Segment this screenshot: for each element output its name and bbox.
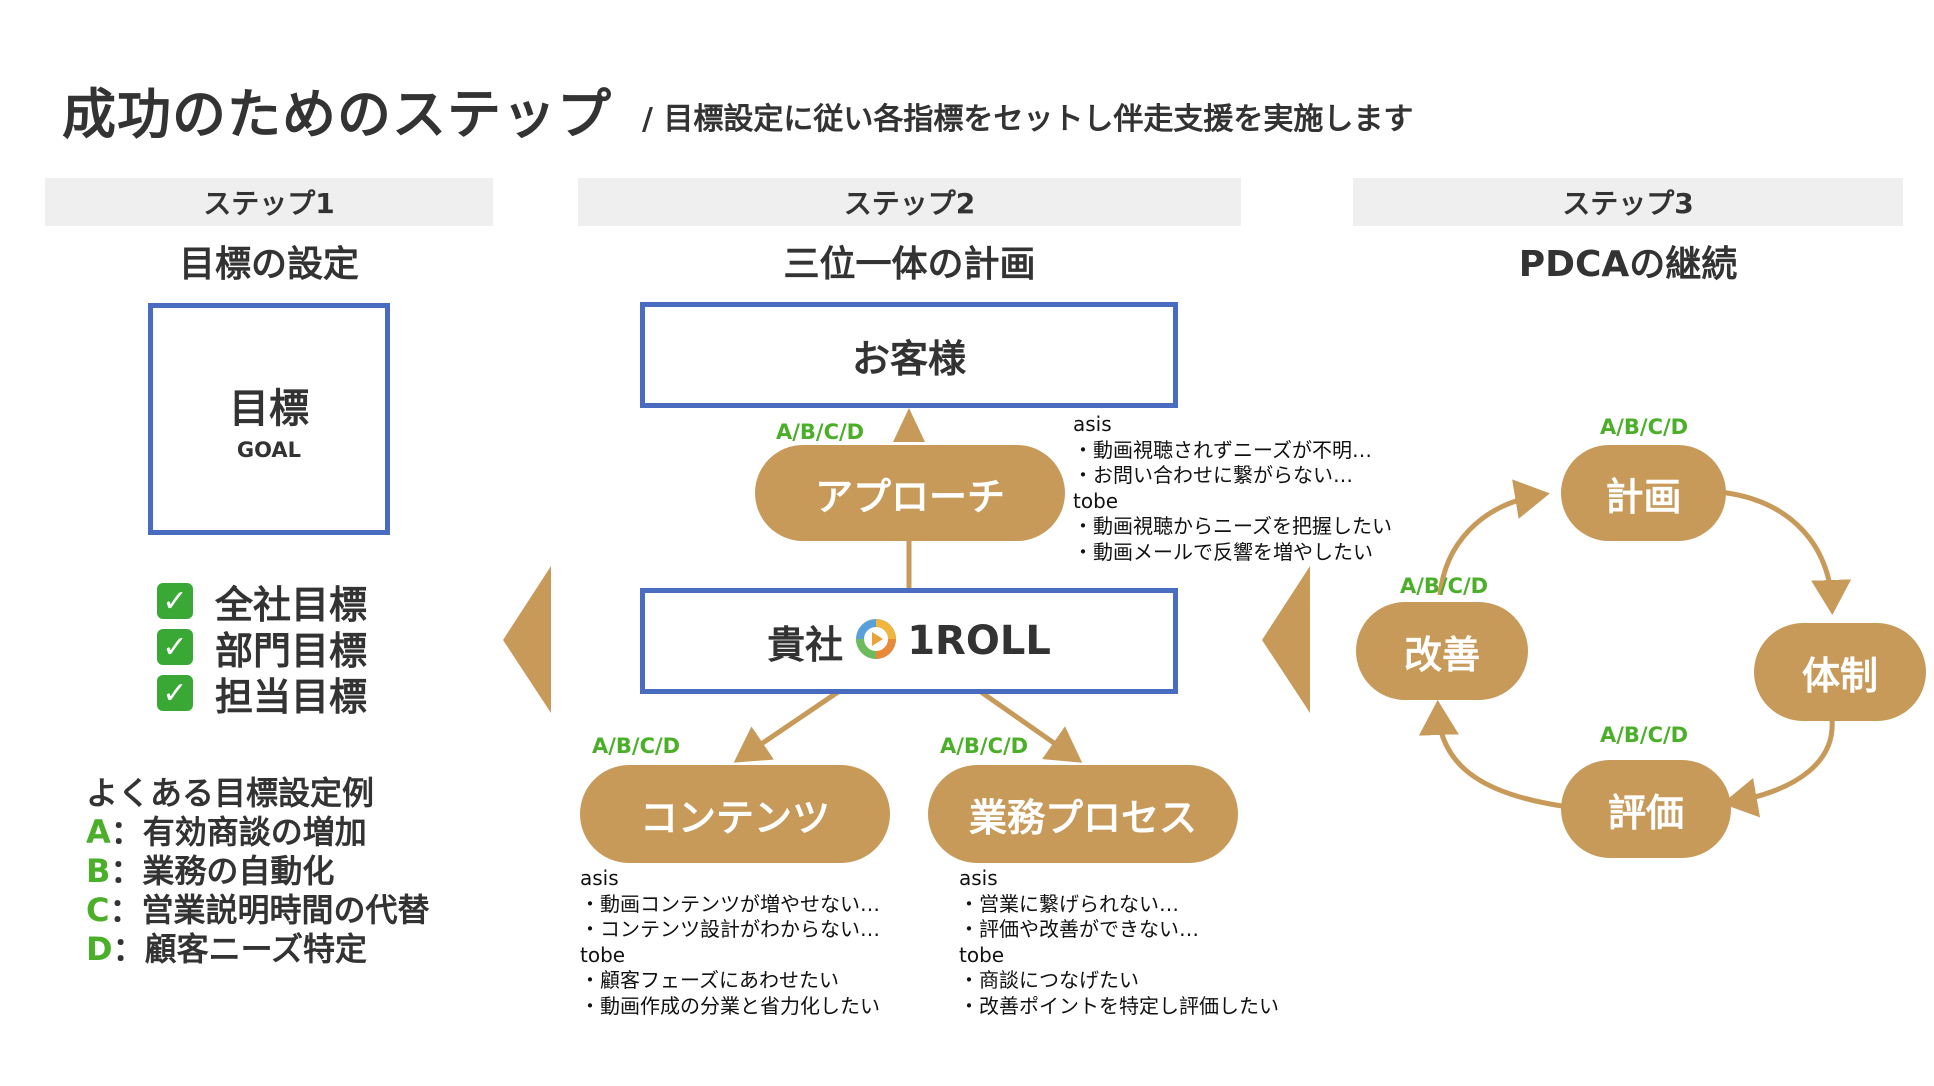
- step1-header: ステップ1: [45, 178, 493, 226]
- check-icon: ✓: [157, 629, 193, 665]
- company-logo-icon: [855, 618, 897, 664]
- approach-note: asis ・動画視聴されずニーズが不明… ・お問い合わせに繋がらない… tobe…: [1073, 412, 1392, 565]
- note-line: ・評価や改善ができない…: [959, 917, 1199, 941]
- note-line: asis: [959, 866, 998, 890]
- step3-subtitle: PDCAの継続: [1518, 244, 1738, 285]
- evaluate-abcd-label: A/B/C/D: [1600, 723, 1689, 747]
- example-item: C：営業説明時間の代替: [86, 885, 430, 929]
- plan-abcd-label: A/B/C/D: [1600, 415, 1689, 439]
- process-arrow: [979, 689, 1083, 763]
- evaluate-pill: 評価: [1561, 760, 1731, 858]
- example-letter: A: [86, 813, 111, 851]
- examples-title: よくある目標設定例: [86, 774, 375, 812]
- contents-arrow: [733, 689, 840, 763]
- goal-main-label: 目標: [229, 386, 309, 432]
- check-item: ✓ 全社目標: [157, 578, 367, 627]
- example-item: A：有効商談の増加: [86, 807, 430, 851]
- example-text: ：有効商談の増加: [110, 813, 367, 851]
- pdca-arrow-plan-system: [1719, 489, 1852, 615]
- check-label: 担当目標: [215, 674, 368, 719]
- approach-pill: アプローチ: [755, 445, 1065, 541]
- pdca-arrow-evaluate-improve: [1418, 700, 1563, 809]
- step1-subtitle: 目標の設定: [178, 244, 359, 285]
- note-line: ・改善ポイントを特定し評価したい: [959, 993, 1279, 1018]
- contents-abcd-label: A/B/C/D: [592, 734, 681, 758]
- pdca-arrow-improve-plan: [1437, 479, 1550, 596]
- check-label: 全社目標: [215, 582, 368, 627]
- process-abcd-label: A/B/C/D: [940, 734, 1029, 758]
- note-line: tobe: [1073, 488, 1119, 513]
- improve-abcd-label: A/B/C/D: [1400, 574, 1489, 598]
- customer-box: お客様: [640, 302, 1178, 408]
- note-line: ・動画視聴されずニーズが不明…: [1073, 437, 1372, 462]
- page-subtitle: / 目標設定に従い各指標をセットし伴走支援を実施します: [642, 102, 1414, 137]
- note-line: asis: [1073, 412, 1112, 436]
- goal-examples: よくある目標設定例 A：有効商談の増加 B：業務の自動化 C：営業説明時間の代替…: [86, 768, 430, 968]
- note-line: ・動画メールで反響を増やしたい: [1073, 539, 1373, 564]
- check-icon: ✓: [157, 583, 193, 619]
- plan-pill: 計画: [1561, 445, 1726, 541]
- example-text: ：営業説明時間の代替: [109, 891, 430, 929]
- note-line: ・営業に繋げられない…: [959, 891, 1179, 916]
- goal-box: 目標 GOAL: [148, 303, 390, 535]
- note-line: tobe: [580, 942, 626, 967]
- approach-abcd-label: A/B/C/D: [776, 420, 865, 444]
- check-label: 部門目標: [215, 628, 368, 673]
- note-line: tobe: [959, 942, 1005, 967]
- example-letter: B: [86, 852, 111, 890]
- approach-up-arrow: [893, 408, 925, 442]
- check-icon: ✓: [157, 675, 193, 711]
- company-box: 貴社 1ROLL: [640, 588, 1178, 694]
- example-item: B：業務の自動化: [86, 846, 430, 890]
- note-line: asis: [580, 866, 619, 890]
- note-line: ・コンテンツ設計がわからない…: [580, 917, 880, 941]
- check-item: ✓ 部門目標: [157, 624, 367, 673]
- example-letter: C: [86, 891, 110, 929]
- company-logo-text: 1ROLL: [907, 618, 1051, 664]
- example-letter: D: [86, 930, 113, 968]
- step3-header: ステップ3: [1353, 178, 1903, 226]
- system-pill: 体制: [1754, 623, 1926, 721]
- customer-label: お客様: [851, 336, 966, 381]
- step-transition-arrow-1: [503, 566, 551, 713]
- example-item: D：顧客ニーズ特定: [86, 924, 430, 968]
- process-note: asis ・営業に繋げられない… ・評価や改善ができない… tobe ・商談につ…: [959, 866, 1279, 1019]
- note-line: ・顧客フェーズにあわせたい: [580, 968, 839, 992]
- company-prefix-label: 貴社: [767, 622, 844, 667]
- step-transition-arrow-2: [1262, 566, 1310, 713]
- goal-check-list: ✓ 全社目標 ✓ 部門目標 ✓ 担当目標: [157, 578, 367, 719]
- example-text: ：顧客ニーズ特定: [112, 930, 367, 968]
- note-line: ・動画作成の分業と省力化したい: [580, 993, 880, 1018]
- note-line: ・商談につなげたい: [959, 968, 1139, 992]
- step2-header: ステップ2: [578, 178, 1241, 226]
- note-line: ・動画コンテンツが増やせない…: [580, 891, 880, 916]
- example-text: ：業務の自動化: [110, 852, 335, 890]
- process-pill: 業務プロセス: [928, 765, 1238, 863]
- step2-subtitle: 三位一体の計画: [783, 244, 1036, 285]
- note-line: ・動画視聴からニーズを把握したい: [1073, 514, 1392, 538]
- improve-pill: 改善: [1356, 602, 1528, 700]
- contents-pill: コンテンツ: [580, 765, 890, 863]
- contents-note: asis ・動画コンテンツが増やせない… ・コンテンツ設計がわからない… tob…: [580, 866, 880, 1019]
- check-item: ✓ 担当目標: [157, 670, 367, 719]
- pdca-arrow-system-evaluate: [1722, 719, 1835, 818]
- page-title: 成功のためのステップ: [62, 83, 612, 146]
- goal-sub-label: GOAL: [236, 438, 302, 462]
- note-line: ・お問い合わせに繋がらない…: [1073, 463, 1353, 487]
